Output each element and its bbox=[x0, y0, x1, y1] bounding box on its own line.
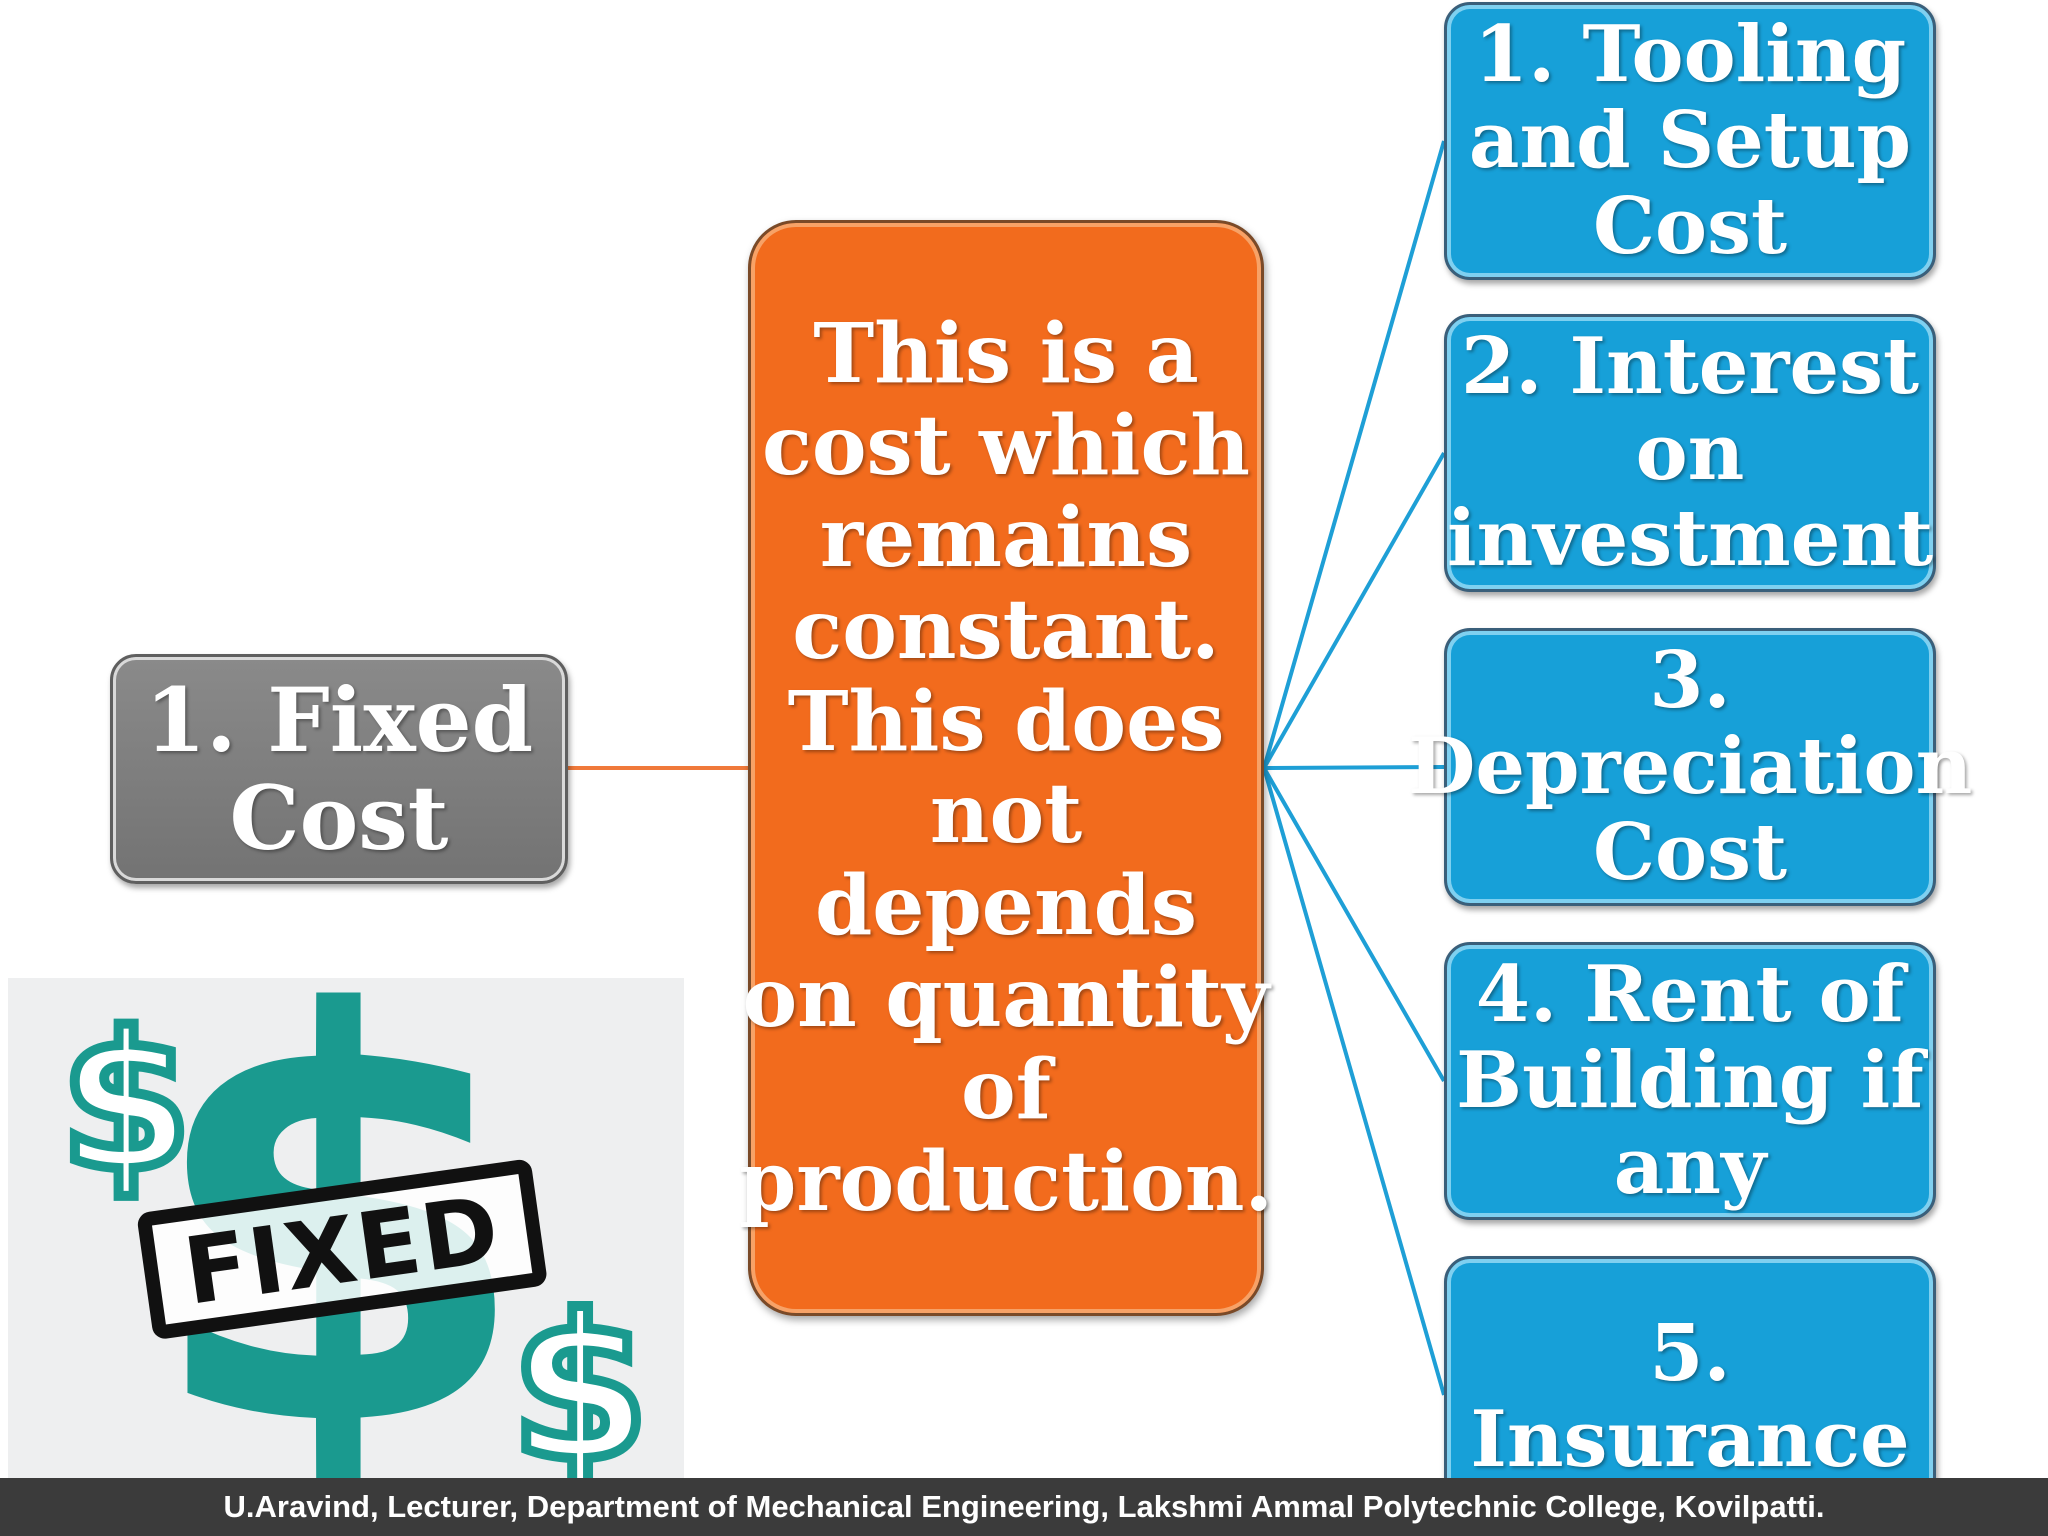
item-line: 3. bbox=[1649, 635, 1731, 726]
fixed-cost-box: 1. Fixed Cost bbox=[110, 654, 568, 884]
connector-item-3 bbox=[1263, 765, 1445, 770]
definition-line: of bbox=[961, 1042, 1051, 1138]
item-line: 2. Interest bbox=[1460, 321, 1920, 412]
item-line: Building if bbox=[1456, 1035, 1924, 1126]
item-line: investment bbox=[1446, 493, 1934, 584]
connector-item-5 bbox=[1262, 767, 1446, 1396]
fixed-cost-line: Cost bbox=[229, 766, 449, 870]
item-line: Cost bbox=[1592, 807, 1788, 898]
definition-line: remains bbox=[819, 490, 1193, 586]
fixed-dollar-image: $ $ $ FIXED bbox=[8, 978, 684, 1478]
footer-bar: U.Aravind, Lecturer, Department of Mecha… bbox=[0, 1478, 2048, 1536]
definition-line: This does bbox=[787, 674, 1225, 770]
definition-line: cost which bbox=[761, 398, 1251, 494]
item-box-tooling: 1. Tooling and Setup Cost bbox=[1444, 2, 1936, 280]
small-dollar-icon: $ bbox=[510, 1273, 649, 1478]
item-line: on bbox=[1635, 407, 1745, 498]
small-dollar-icon: $ bbox=[60, 992, 192, 1213]
fixed-cost-line: 1. Fixed bbox=[144, 668, 534, 772]
item-box-depreciation: 3. Depreciation Cost bbox=[1408, 628, 1972, 906]
definition-line: production. bbox=[739, 1134, 1274, 1230]
item-line: 5. Insurance bbox=[1470, 1308, 1910, 1485]
item-box-rent: 4. Rent of Building if any bbox=[1444, 942, 1936, 1220]
definition-box: This is a cost which remains constant. T… bbox=[739, 220, 1273, 1316]
connector-item-2 bbox=[1262, 452, 1446, 769]
connector-item-1 bbox=[1262, 140, 1446, 769]
item-line: Depreciation bbox=[1407, 721, 1973, 812]
connector-item-4 bbox=[1262, 767, 1446, 1082]
fixed-stamp: FIXED bbox=[137, 1159, 547, 1339]
definition-line: on quantity bbox=[742, 950, 1270, 1046]
item-box-interest: 2. Interest on investment bbox=[1444, 314, 1936, 592]
footer-credit: U.Aravind, Lecturer, Department of Mecha… bbox=[223, 1489, 1825, 1524]
definition-line: constant. bbox=[792, 582, 1220, 678]
item-line: 1. Tooling bbox=[1473, 9, 1907, 100]
definition-line: not depends bbox=[814, 766, 1198, 954]
definition-line: This is a bbox=[813, 306, 1199, 402]
dollar-sign-icon: $ $ $ FIXED bbox=[55, 978, 655, 1478]
item-line: any bbox=[1613, 1121, 1767, 1212]
item-line: and Setup bbox=[1468, 95, 1912, 186]
item-line: 4. Rent of bbox=[1475, 949, 1905, 1040]
item-line: Cost bbox=[1592, 181, 1788, 272]
